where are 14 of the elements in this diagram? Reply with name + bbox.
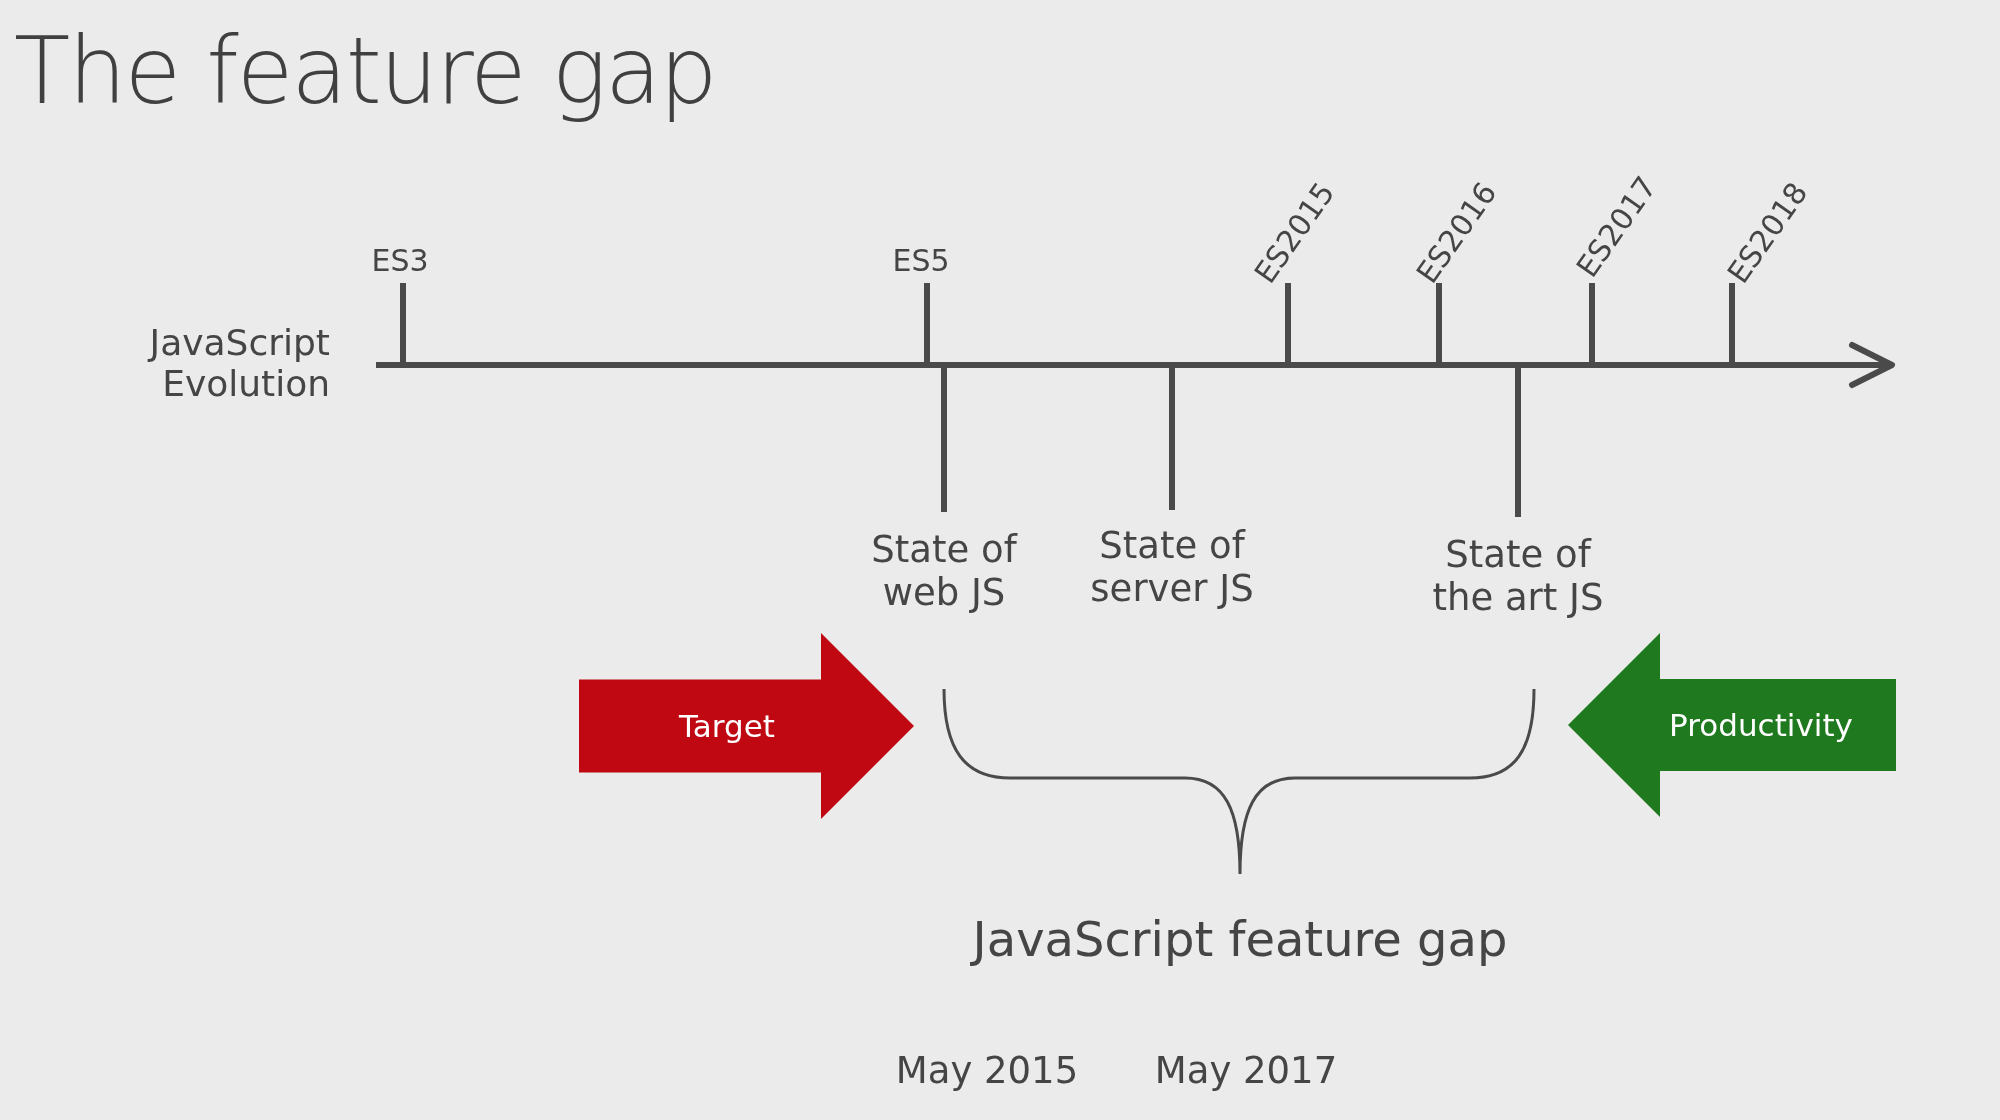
milestone-label: State of the art JS [1431, 534, 1605, 620]
milestone-label: State of web JS [870, 529, 1019, 615]
block-arrow [579, 633, 914, 819]
milestone-label: State of server JS [1089, 525, 1255, 611]
axis-label: JavaScript Evolution [146, 321, 330, 405]
arrow-label: Target [679, 708, 775, 744]
date-label: May 2017 [1154, 1049, 1338, 1093]
title: The feature gap [14, 18, 716, 125]
block-arrow [1568, 633, 1896, 817]
version-label: ES3 [371, 243, 429, 279]
version-label: ES5 [892, 243, 950, 279]
arrow-label: Productivity [1669, 707, 1853, 743]
date-label: May 2015 [895, 1049, 1079, 1093]
brace-label: JavaScript feature gap [972, 912, 1508, 968]
